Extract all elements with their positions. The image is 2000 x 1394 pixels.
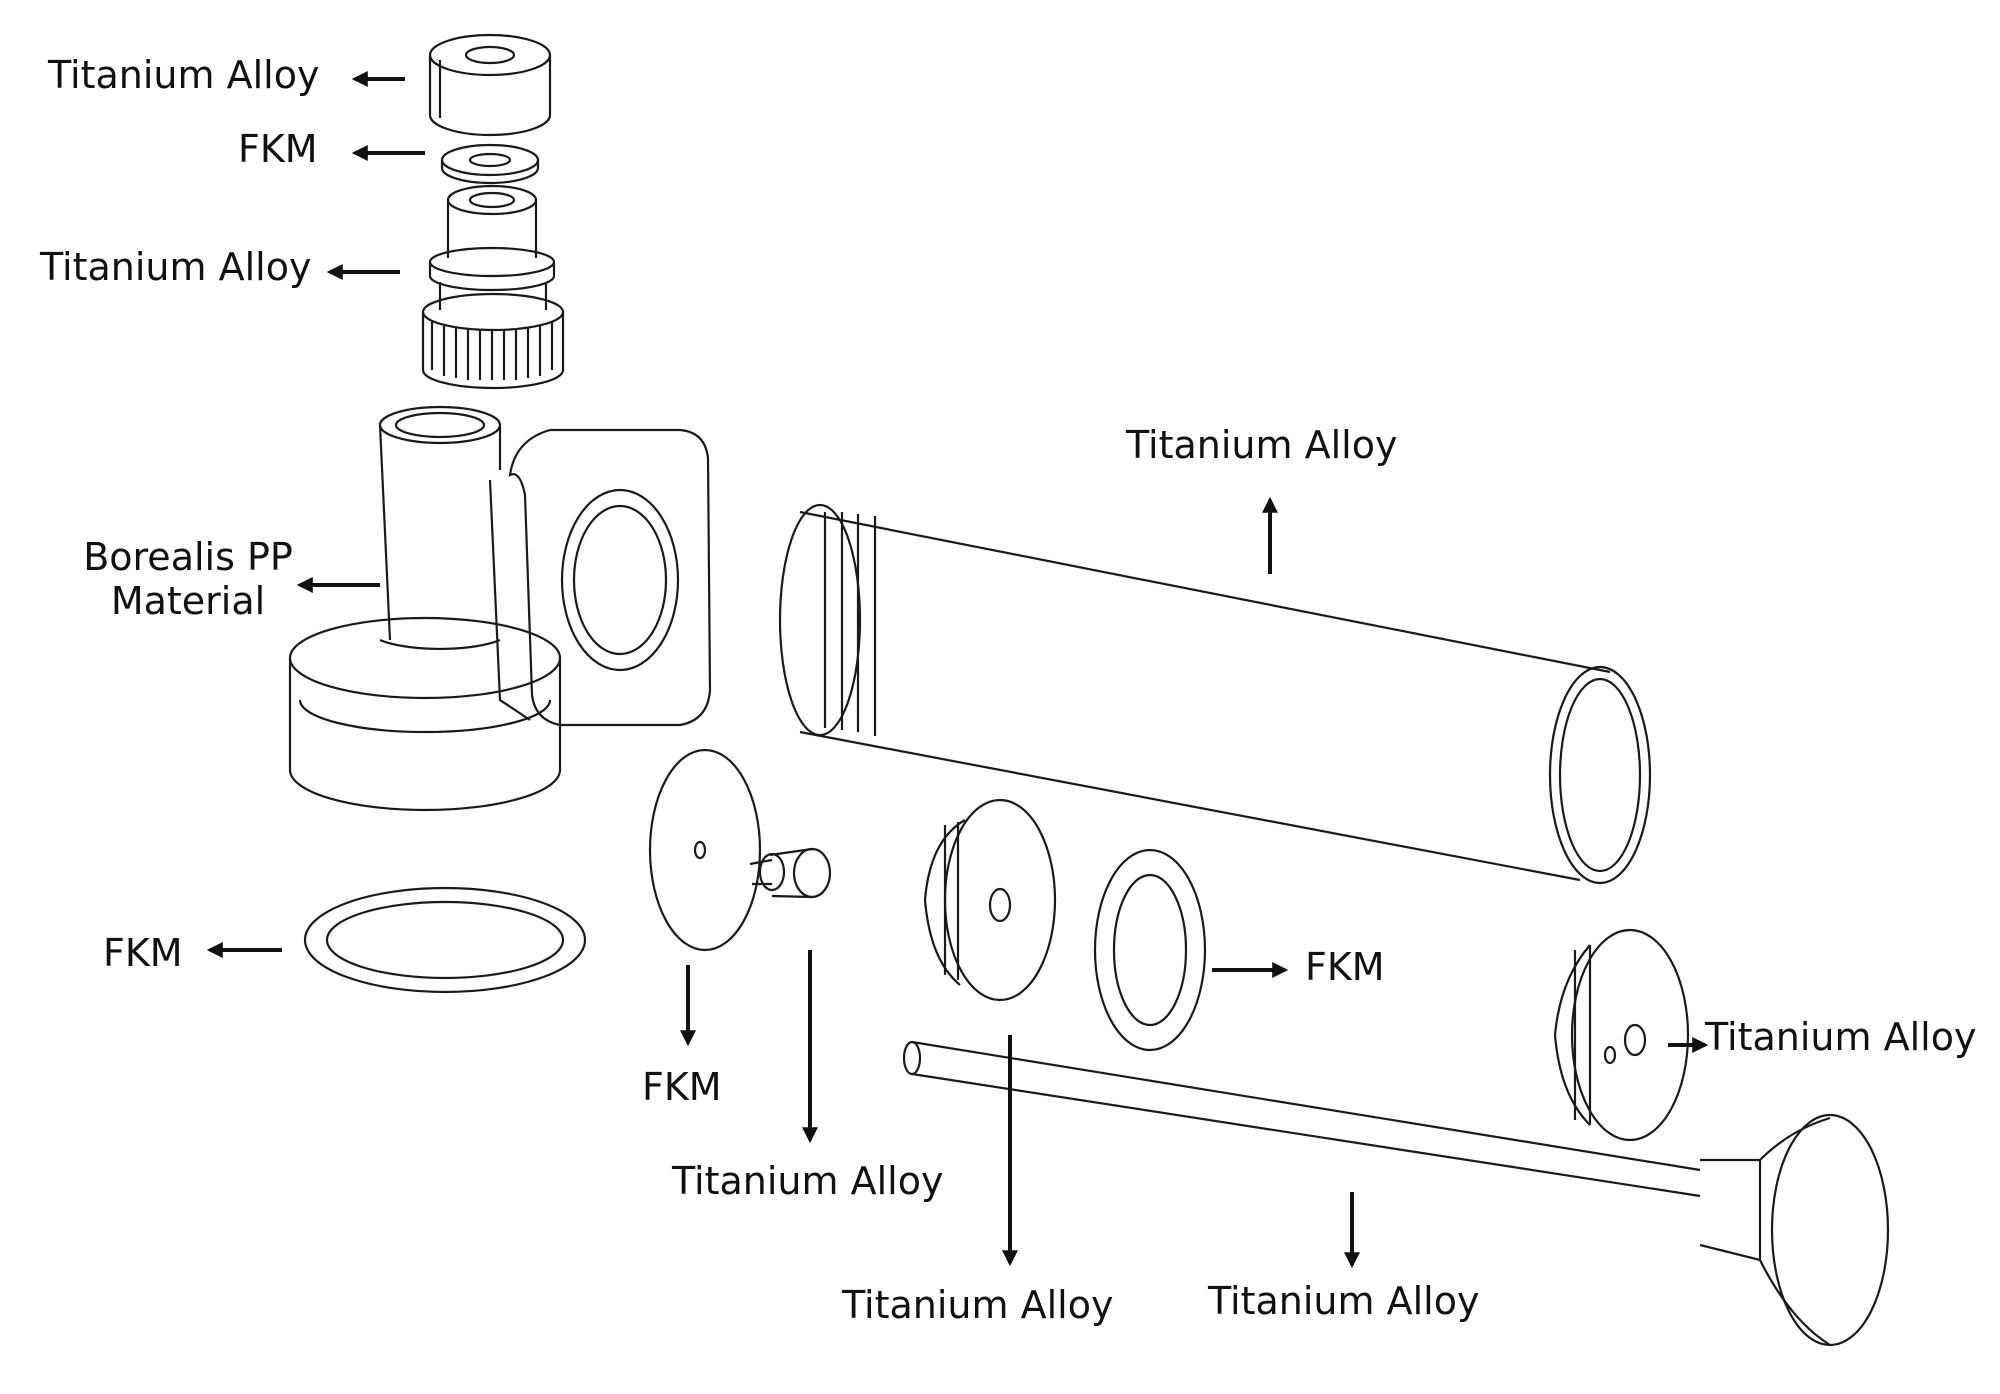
pin-part [749,847,832,899]
label-tube: Titanium Alloy [1126,423,1398,467]
label-seal-top: FKM [238,127,318,171]
piston-part [923,798,1057,1002]
end-cap-part [1553,928,1690,1142]
label-ring: FKM [1305,945,1385,989]
rod-part [902,1040,1890,1347]
tube-part [778,503,1652,885]
fkm-ring-part [1093,848,1207,1052]
main-body-part [288,405,712,812]
label-body-line1: Borealis PP [83,535,293,579]
label-endcap: Titanium Alloy [1705,1015,1977,1059]
label-cap: Titanium Alloy [48,53,320,97]
label-piston: Titanium Alloy [842,1283,1114,1327]
label-pin: Titanium Alloy [672,1159,944,1203]
label-body-line2: Material [110,578,266,623]
label-rod: Titanium Alloy [1208,1279,1480,1323]
label-body: Borealis PP Material [70,535,306,623]
nozzle-part [421,184,565,390]
label-nozzle: Titanium Alloy [40,245,312,289]
label-disc: FKM [642,1065,722,1109]
top-cap-part [428,33,552,137]
label-base-oring: FKM [103,931,183,975]
top-washer-part [440,143,540,185]
base-oring-part [303,886,587,994]
disc-part [648,748,762,952]
